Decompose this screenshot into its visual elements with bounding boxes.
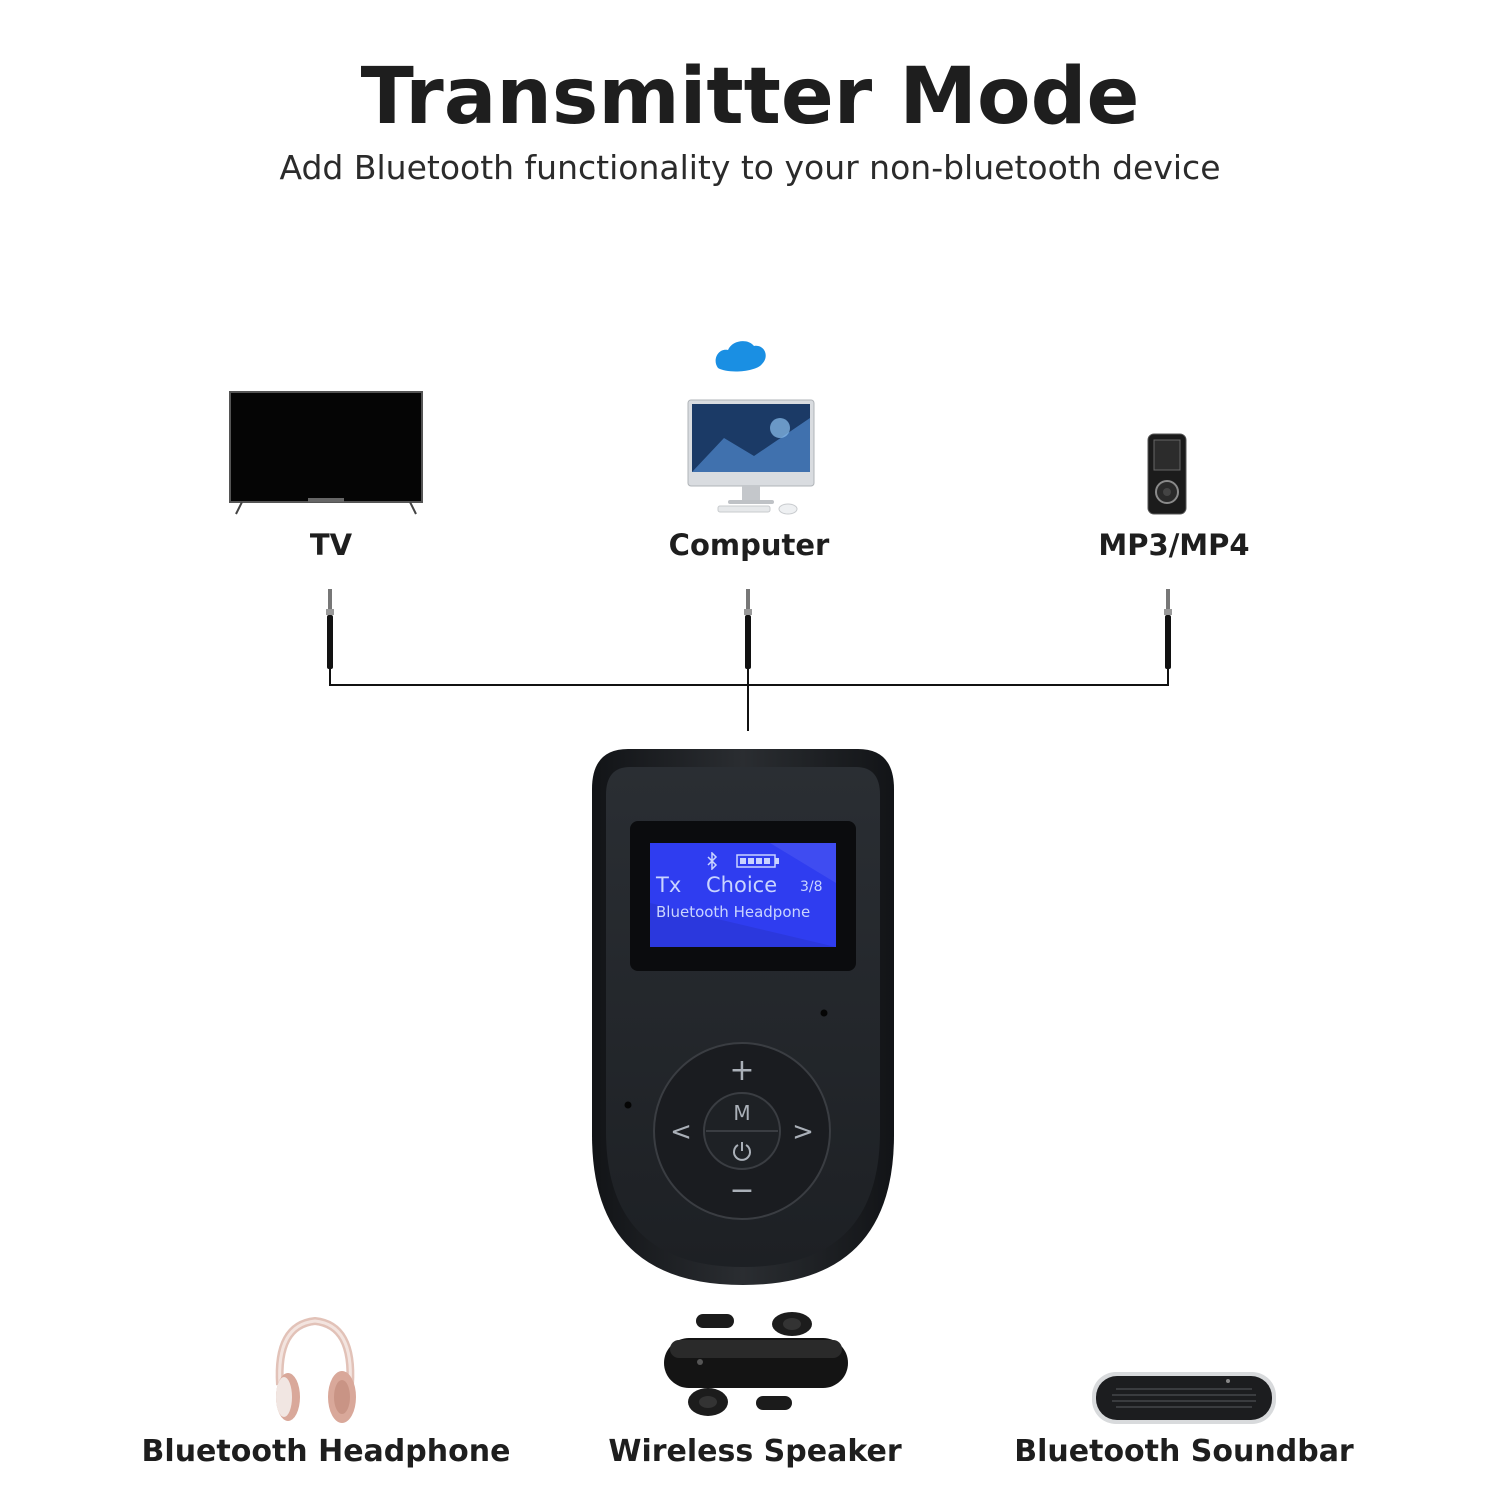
earbuds-icon [660, 1310, 852, 1422]
volume-down-button[interactable]: − [729, 1173, 755, 1208]
receiver-label-soundbar: Bluetooth Soundbar [1014, 1434, 1354, 1469]
mode-button[interactable]: M [733, 1101, 751, 1125]
receiver-label-speaker: Wireless Speaker [608, 1434, 902, 1469]
lcd-device-name: Bluetooth Headpone [656, 903, 811, 921]
audio-jack-icon [1164, 589, 1172, 669]
computer-icon [684, 398, 820, 518]
transmitter-device: Tx Choice 3/8 Bluetooth Headpone + − < >… [588, 745, 898, 1290]
tv-icon [228, 390, 424, 516]
audio-cables [326, 589, 1172, 731]
source-label-mp3: MP3/MP4 [1098, 528, 1250, 562]
soundbar-icon [1090, 1370, 1278, 1426]
receiver-label-headphone: Bluetooth Headphone [141, 1434, 511, 1469]
source-label-tv: TV [309, 528, 353, 562]
audio-jack-icon [326, 589, 334, 669]
page-subtitle: Add Bluetooth functionality to your non-… [279, 148, 1221, 187]
lcd-screen: Tx Choice 3/8 Bluetooth Headpone [650, 843, 836, 947]
cloud-icon [715, 341, 766, 372]
lcd-status: Choice [706, 873, 778, 897]
source-label-computer: Computer [668, 528, 830, 562]
audio-jack-icon [744, 589, 752, 669]
mp3-player-icon [1146, 432, 1188, 516]
page-title: Transmitter Mode [360, 52, 1140, 142]
volume-up-button[interactable]: + [729, 1053, 755, 1088]
lcd-mode: Tx [656, 873, 682, 897]
previous-button[interactable]: < [670, 1117, 692, 1147]
battery-icon [736, 854, 779, 868]
headphone-icon [270, 1315, 360, 1427]
power-icon[interactable] [731, 1140, 753, 1162]
bluetooth-icon [707, 852, 718, 870]
lcd-index: 3/8 [800, 879, 823, 895]
next-button[interactable]: > [792, 1117, 814, 1147]
